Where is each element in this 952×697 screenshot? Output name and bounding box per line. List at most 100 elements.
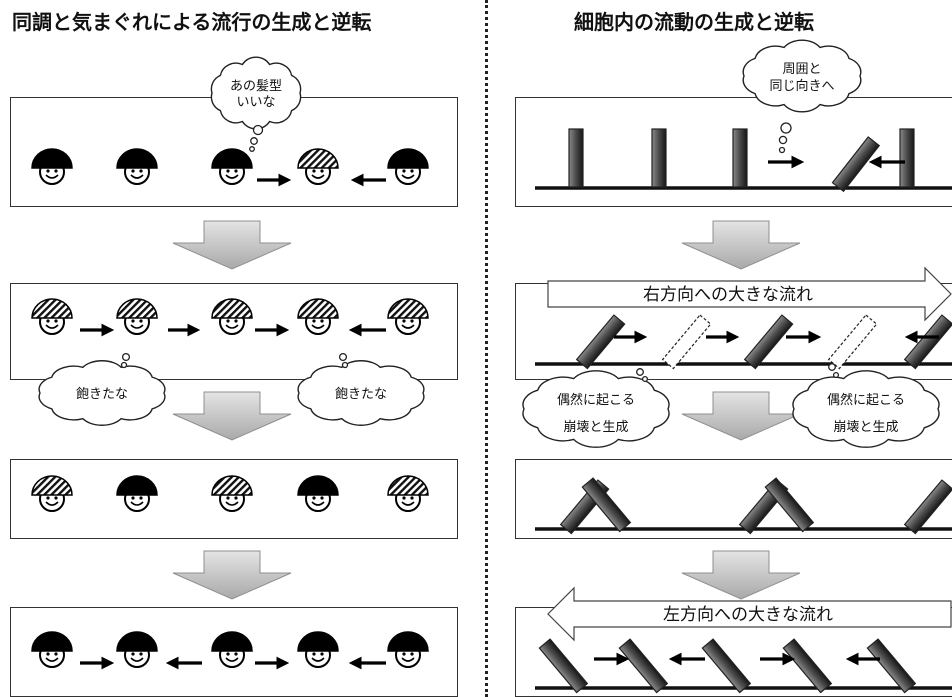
striped-hair-icon bbox=[31, 475, 73, 496]
thought-dot-icon bbox=[121, 352, 131, 362]
person-face bbox=[387, 298, 429, 335]
eye-icon bbox=[226, 319, 230, 323]
smile-icon bbox=[45, 657, 59, 662]
thought-dot-icon bbox=[636, 368, 644, 376]
person-face bbox=[31, 298, 73, 335]
filament-bar bbox=[743, 314, 794, 370]
cloud-shape bbox=[742, 39, 862, 113]
bored-cloud-right bbox=[297, 360, 425, 426]
filament-bar bbox=[538, 638, 589, 694]
eye-icon bbox=[312, 319, 316, 323]
eye-icon bbox=[320, 496, 324, 500]
filament-bar bbox=[651, 128, 667, 188]
striped-hair-icon bbox=[297, 298, 339, 319]
black-hair-icon bbox=[297, 475, 339, 496]
smile-icon bbox=[401, 324, 415, 329]
cloud-shape bbox=[522, 370, 670, 448]
bar-rect bbox=[764, 477, 815, 533]
eye-icon bbox=[139, 319, 143, 323]
align-cloud-text-1: 周囲と bbox=[782, 62, 821, 77]
smile-icon bbox=[311, 174, 325, 179]
smile-icon bbox=[225, 174, 239, 179]
down-arrow-icon bbox=[172, 220, 292, 270]
cloud-shape bbox=[210, 56, 302, 130]
striped-hair-icon bbox=[387, 298, 429, 319]
black-hair-icon bbox=[387, 148, 429, 169]
person-face bbox=[31, 148, 73, 185]
black-hair-icon bbox=[31, 631, 73, 652]
smile-icon bbox=[45, 174, 59, 179]
person-face bbox=[116, 298, 158, 335]
eye-icon bbox=[131, 652, 135, 656]
thought-dot-icon bbox=[252, 124, 264, 136]
eye-icon bbox=[139, 169, 143, 173]
flow-left-arrow-label: 左方向への大きな流れ bbox=[663, 605, 833, 625]
filament-bar bbox=[903, 314, 952, 370]
flow-right-arrow bbox=[547, 266, 952, 322]
event-cloud-left-text-2: 崩壊と生成 bbox=[563, 420, 628, 435]
eye-icon bbox=[46, 169, 50, 173]
down-arrow-icon bbox=[172, 550, 292, 600]
cloud-shape bbox=[38, 360, 166, 426]
eye-icon bbox=[54, 319, 58, 323]
person-face bbox=[387, 148, 429, 185]
filament-bar bbox=[581, 477, 632, 533]
eye-icon bbox=[320, 652, 324, 656]
down-arrow-icon bbox=[681, 391, 801, 441]
flow-right-arrow-label: 右方向への大きな流れ bbox=[643, 285, 813, 305]
eye-icon bbox=[234, 169, 238, 173]
bar-rect bbox=[651, 128, 667, 188]
event-cloud-right-text-2: 崩壊と生成 bbox=[833, 420, 898, 435]
eye-icon bbox=[410, 169, 414, 173]
down-arrow-icon bbox=[681, 550, 801, 600]
eye-icon bbox=[46, 652, 50, 656]
eye-icon bbox=[410, 319, 414, 323]
striped-hair-icon bbox=[387, 475, 429, 496]
thought-dot-icon bbox=[832, 371, 840, 379]
filament-bar bbox=[903, 479, 952, 535]
person-face bbox=[211, 298, 253, 335]
bar-rect bbox=[899, 128, 915, 188]
cloud-shape bbox=[297, 360, 425, 426]
eye-icon bbox=[46, 496, 50, 500]
eye-icon bbox=[46, 319, 50, 323]
eye-icon bbox=[312, 496, 316, 500]
event-cloud-right bbox=[792, 370, 940, 448]
eye-icon bbox=[312, 169, 316, 173]
bored-cloud-left-text: 飽きたな bbox=[76, 387, 128, 402]
eye-icon bbox=[234, 319, 238, 323]
smile-icon bbox=[401, 174, 415, 179]
bar-rect bbox=[903, 479, 952, 535]
bar-rect bbox=[538, 638, 589, 694]
eye-icon bbox=[234, 652, 238, 656]
striped-hair-icon bbox=[116, 298, 158, 319]
cloud-shape bbox=[792, 370, 940, 448]
dashed-bar bbox=[661, 314, 712, 370]
eye-icon bbox=[410, 496, 414, 500]
idea-cloud-text-2: いいな bbox=[236, 95, 275, 110]
person-face bbox=[31, 475, 73, 512]
eye-icon bbox=[226, 496, 230, 500]
bar-rect bbox=[581, 477, 632, 533]
event-cloud-right-text-1: 偶然に起こる bbox=[827, 392, 905, 408]
eye-icon bbox=[234, 496, 238, 500]
eye-icon bbox=[320, 169, 324, 173]
black-hair-icon bbox=[116, 475, 158, 496]
person-face bbox=[211, 148, 253, 185]
thought-dot-icon bbox=[780, 122, 792, 134]
event-cloud-left-text-1: 偶然に起こる bbox=[557, 392, 635, 408]
bar-rect bbox=[866, 638, 917, 694]
dashed-bar bbox=[827, 314, 878, 370]
thought-dot-icon bbox=[778, 146, 786, 154]
person-face bbox=[297, 298, 339, 335]
black-hair-icon bbox=[211, 148, 253, 169]
smile-icon bbox=[45, 501, 59, 506]
smile-icon bbox=[311, 657, 325, 662]
thought-dot-icon bbox=[120, 361, 128, 369]
eye-icon bbox=[54, 652, 58, 656]
person-face bbox=[211, 475, 253, 512]
eye-icon bbox=[402, 319, 406, 323]
bar-rect bbox=[701, 638, 752, 694]
eye-icon bbox=[410, 652, 414, 656]
